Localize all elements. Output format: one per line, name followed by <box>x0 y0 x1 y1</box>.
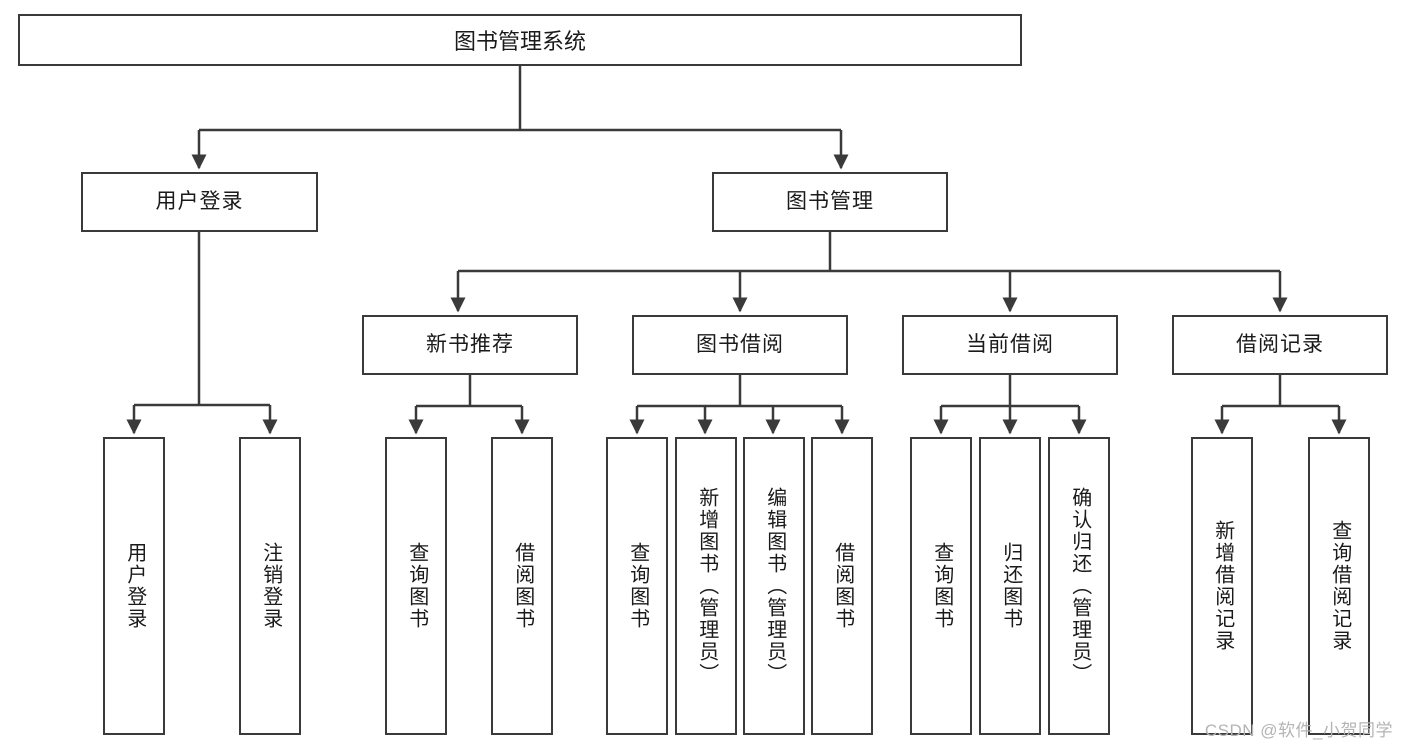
leaf-label: 查询借阅记录 <box>1328 520 1351 652</box>
leaf-query-book-recommend[interactable]: 查询图书 <box>385 437 447 735</box>
leaf-confirm-return-admin[interactable]: 确认归还（管理员） <box>1048 437 1110 735</box>
leaf-label: 借阅图书 <box>831 542 854 630</box>
leaf-user-login[interactable]: 用户登录 <box>103 437 165 735</box>
leaf-label: 查询图书 <box>626 542 649 630</box>
leaf-logout-login[interactable]: 注销登录 <box>239 437 301 735</box>
leaf-label: 确认归还（管理员） <box>1068 487 1091 685</box>
leaf-label: 用户登录 <box>123 542 146 630</box>
leaf-edit-book-admin[interactable]: 编辑图书（管理员） <box>743 437 805 735</box>
leaf-borrow-book[interactable]: 借阅图书 <box>811 437 873 735</box>
leaf-borrow-book-recommend[interactable]: 借阅图书 <box>491 437 553 735</box>
watermark: CSDN @软件_小贺同学 <box>1204 721 1393 740</box>
leaf-label: 归还图书 <box>999 542 1022 630</box>
leaf-add-borrow-record[interactable]: 新增借阅记录 <box>1191 437 1253 735</box>
leaf-label: 查询图书 <box>405 542 428 630</box>
node-root-system[interactable]: 图书管理系统 <box>18 14 1022 66</box>
node-book-borrow[interactable]: 图书借阅 <box>632 315 848 375</box>
leaf-return-book[interactable]: 归还图书 <box>979 437 1041 735</box>
leaf-label: 编辑图书（管理员） <box>763 487 786 685</box>
leaf-query-borrow-record[interactable]: 查询借阅记录 <box>1308 437 1370 735</box>
node-book-management[interactable]: 图书管理 <box>712 172 948 232</box>
node-new-book-recommend[interactable]: 新书推荐 <box>362 315 578 375</box>
node-borrow-record[interactable]: 借阅记录 <box>1172 315 1388 375</box>
leaf-label: 查询图书 <box>930 542 953 630</box>
leaf-label: 注销登录 <box>259 542 282 630</box>
leaf-query-book-borrow[interactable]: 查询图书 <box>606 437 668 735</box>
leaf-label: 新增借阅记录 <box>1211 520 1234 652</box>
leaf-label: 新增图书（管理员） <box>695 487 718 685</box>
leaf-label: 借阅图书 <box>511 542 534 630</box>
leaf-query-book-current[interactable]: 查询图书 <box>910 437 972 735</box>
node-user-login[interactable]: 用户登录 <box>81 172 318 232</box>
node-current-borrow[interactable]: 当前借阅 <box>902 315 1118 375</box>
leaf-add-book-admin[interactable]: 新增图书（管理员） <box>675 437 737 735</box>
